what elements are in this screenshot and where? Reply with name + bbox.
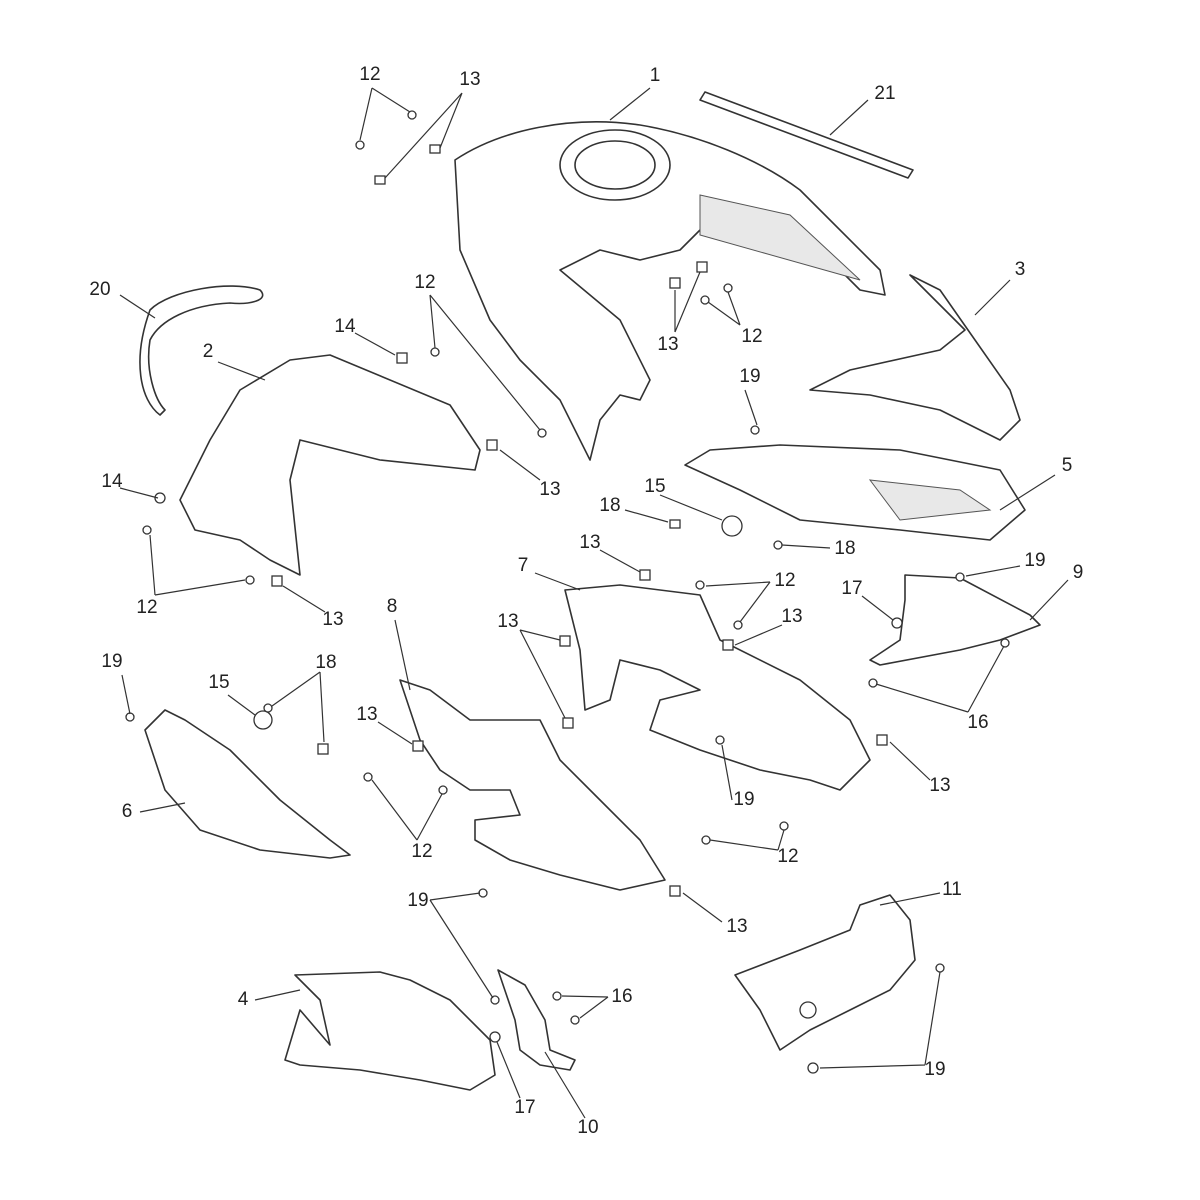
callout: 13 xyxy=(657,334,678,355)
callout: 12 xyxy=(414,272,435,293)
part-9-bracket-panel xyxy=(869,574,1041,666)
callout: 18 xyxy=(599,495,620,516)
callout: 12 xyxy=(411,841,432,862)
fasteners xyxy=(125,110,1010,1074)
callout: 1 xyxy=(650,65,661,86)
callout: 10 xyxy=(577,1117,598,1138)
callout: 15 xyxy=(208,672,229,693)
part-6-side-cover xyxy=(144,709,351,859)
callout: 13 xyxy=(356,704,377,725)
callout: 19 xyxy=(924,1059,945,1080)
callout: 13 xyxy=(322,609,343,630)
callout: 12 xyxy=(777,846,798,867)
callout: 14 xyxy=(334,316,356,337)
callout: 12 xyxy=(741,326,762,347)
callout: 19 xyxy=(739,366,760,387)
part-8-inner-frame xyxy=(399,679,666,891)
callout: 13 xyxy=(579,532,600,553)
part-1-tank-cover xyxy=(454,121,886,461)
part-2-side-panel xyxy=(179,354,481,576)
callout: 13 xyxy=(726,916,747,937)
callout: 6 xyxy=(122,801,133,822)
callout: 5 xyxy=(1062,455,1073,476)
callout: 3 xyxy=(1015,259,1026,280)
callout: 19 xyxy=(1024,550,1045,571)
callout: 12 xyxy=(774,570,795,591)
callout: 9 xyxy=(1073,562,1084,583)
callout: 19 xyxy=(407,890,428,911)
callout: 2 xyxy=(203,341,214,362)
callout: 17 xyxy=(841,578,862,599)
callout: 18 xyxy=(834,538,855,559)
callout: 17 xyxy=(514,1097,535,1118)
callout: 16 xyxy=(967,712,988,733)
callout: 16 xyxy=(611,986,632,1007)
callout: 19 xyxy=(101,651,122,672)
part-10-bracket xyxy=(497,969,576,1071)
part-21-trim-strip xyxy=(699,91,914,179)
callout: 12 xyxy=(359,64,380,85)
part-3-front-panel xyxy=(809,274,1021,441)
callout: 13 xyxy=(497,611,518,632)
callout: 15 xyxy=(644,476,665,497)
callout: 13 xyxy=(929,775,950,796)
callout: 13 xyxy=(539,479,560,500)
callout: 13 xyxy=(781,606,802,627)
callout: 19 xyxy=(733,789,754,810)
part-7-inner-frame xyxy=(564,584,871,791)
callout: 11 xyxy=(942,879,962,900)
callout: 13 xyxy=(459,69,480,90)
callout: 21 xyxy=(874,83,895,104)
callout: 4 xyxy=(238,989,249,1010)
callout: 14 xyxy=(101,471,123,492)
callout: 20 xyxy=(89,279,110,300)
part-20-seal xyxy=(139,285,264,416)
callout-labels: 12 13 1 21 20 2 14 12 3 13 12 19 13 14 5… xyxy=(89,64,1083,1138)
leader-lines xyxy=(119,87,1069,1119)
part-5-lower-panel xyxy=(684,444,1026,541)
part-11-lower-cover xyxy=(734,894,916,1051)
callout: 7 xyxy=(518,555,529,576)
part-4-belly-pan xyxy=(284,971,496,1091)
callout: 18 xyxy=(315,652,336,673)
callout: 8 xyxy=(387,596,398,617)
callout: 12 xyxy=(136,597,157,618)
